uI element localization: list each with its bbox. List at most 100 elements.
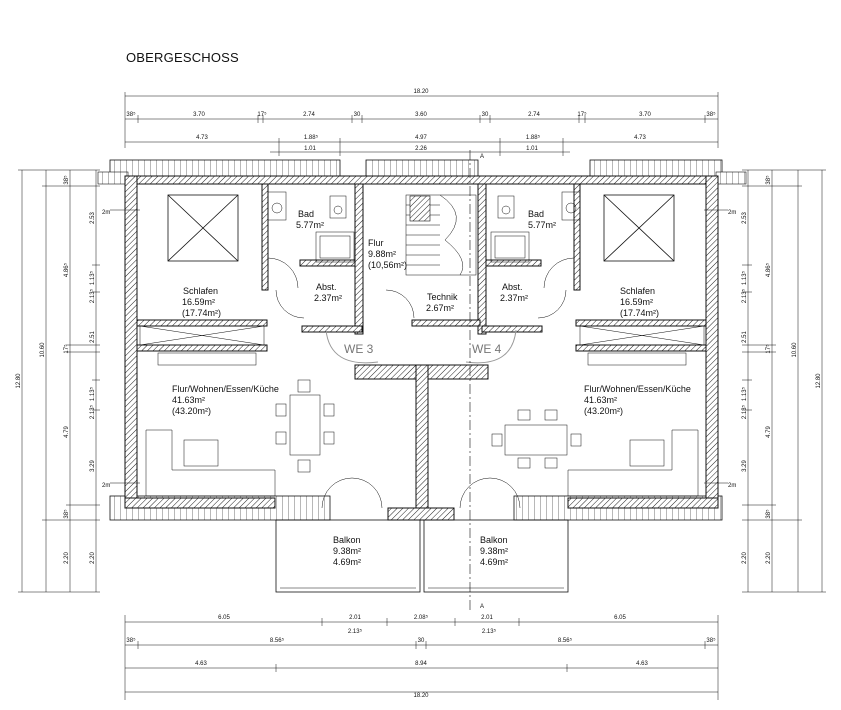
dim-bottom-r2: 8.56⁵ (558, 637, 573, 644)
dim-side-b: 1.13⁵ (89, 386, 96, 401)
dim-bottom-r1: 6.05 (614, 615, 626, 621)
room-area: 41.63m² (172, 395, 205, 405)
dim-side-inner-right: 10.60 (792, 342, 798, 358)
dim-top-r2: 4.73 (634, 135, 646, 141)
dim-side-b: 2.53 (90, 212, 96, 224)
bottom-dimensions: 6.05 2.01 2.08⁵ 2.01 6.05 2.13⁵ 2.13⁵ 38… (124, 614, 719, 700)
dim-side-a: 2.20 (64, 552, 70, 564)
height-marker: 2m (728, 210, 736, 216)
room-name: Flur/Wohnen/Essen/Küche (172, 384, 279, 394)
dim-bottom-r3: 4.63 (636, 661, 648, 667)
bathroom-fixtures (267, 191, 581, 263)
room-name: Schlafen (183, 286, 218, 296)
room-name: Abst. (316, 282, 337, 292)
dim-side-a: 4.86⁵ (63, 262, 70, 277)
dim-bottom-total: 18.20 (413, 693, 429, 699)
dim-side-b: 2.13⁵ (89, 288, 96, 303)
dim-top-r1: 38⁵ (126, 111, 136, 118)
dim-side-b-right: 1.13⁵ (741, 386, 748, 401)
dim-bottom-r1b: 2.13⁵ (348, 628, 363, 635)
room-name: Technik (427, 292, 458, 302)
room-area-2: (43.20m²) (172, 406, 211, 416)
room-name: Bad (528, 209, 544, 219)
dim-bottom-r3: 8.94 (415, 661, 427, 667)
dim-side-b-right: 3.29 (742, 460, 748, 472)
dim-top-r1: 17⁵ (577, 111, 587, 118)
room-area: 41.63m² (584, 395, 617, 405)
dim-side-b-right: 2.13⁵ (741, 288, 748, 303)
dim-top-r2: 1.88⁵ (304, 134, 319, 141)
dim-side-a: 17⁵ (63, 344, 70, 354)
dim-bottom-r1b: 2.13⁵ (482, 628, 497, 635)
room-area-2: (10,56m²) (368, 260, 407, 270)
dim-side-a-right: 17⁵ (765, 344, 772, 354)
room-area: 5.77m² (528, 220, 556, 230)
beds (167, 194, 675, 262)
dim-side-b: 2.51 (90, 331, 96, 343)
dim-bottom-r1: 2.01 (349, 615, 361, 621)
furniture (145, 379, 699, 497)
dim-top-r1: 2.74 (303, 112, 315, 118)
dim-bottom-r1: 6.05 (218, 615, 230, 621)
unit-label-left: WE 3 (344, 342, 374, 356)
dim-side-a-right: 2.20 (766, 552, 772, 564)
room-labels: Bad 5.77m² Bad 5.77m² Abst. 2.37m² Abst.… (172, 209, 691, 567)
room-name: Flur/Wohnen/Essen/Küche (584, 384, 691, 394)
balconies (275, 519, 569, 593)
dim-side-a: 38⁵ (63, 509, 70, 519)
plan-title: OBERGESCHOSS (126, 50, 239, 65)
dim-top-r1: 2.74 (528, 112, 540, 118)
dim-side-a-right: 38⁵ (765, 509, 772, 519)
dim-top-r1: 3.60 (415, 112, 427, 118)
room-area-2: (43.20m²) (584, 406, 623, 416)
dim-bottom-r2: 8.56⁵ (270, 637, 285, 644)
dim-bottom-r1: 2.08⁵ (414, 614, 429, 621)
room-area: 9.38m² (480, 546, 508, 556)
dim-top-r2: 1.88⁵ (526, 134, 541, 141)
dim-top-r2: 4.73 (196, 135, 208, 141)
height-marker: 2m (102, 210, 110, 216)
dim-bottom-r2: 38⁵ (706, 637, 716, 644)
room-area-2: (17.74m²) (182, 308, 221, 318)
dim-top-r1: 30 (482, 112, 489, 118)
dim-top-r1: 3.70 (193, 112, 205, 118)
room-name: Abst. (502, 282, 523, 292)
dim-bottom-r1: 2.01 (481, 615, 493, 621)
height-markers: 2m 2m 2m 2m (102, 209, 736, 489)
room-area: 2.37m² (500, 293, 528, 303)
dim-side-a: 38⁵ (63, 175, 70, 185)
dim-top-r1: 38⁵ (706, 111, 716, 118)
dim-top-r3: 1.01 (304, 146, 316, 152)
dim-top-r2: 4.97 (415, 135, 427, 141)
dim-side-a-right: 38⁵ (765, 175, 772, 185)
dim-side-b: 3.29 (90, 460, 96, 472)
left-dimensions: 12.80 10.60 38⁵ 4.86⁵ 17⁵ 4.79 38⁵ 2.20 … (16, 169, 100, 593)
dim-side-b-right: 2.13⁵ (741, 404, 748, 419)
section-marker-bottom: A (480, 604, 484, 610)
dim-bottom-r3: 4.63 (195, 661, 207, 667)
room-name: Balkon (480, 535, 508, 545)
unit-arcs (325, 329, 517, 364)
section-marker-top: A (480, 154, 484, 160)
height-marker: 2m (102, 483, 110, 489)
room-area: 16.59m² (620, 297, 653, 307)
dim-top-r1: 30 (354, 112, 361, 118)
dim-bottom-r2: 38⁵ (126, 637, 136, 644)
dim-top-r1: 17⁵ (257, 111, 267, 118)
dim-side-b-right: 2.53 (742, 212, 748, 224)
unit-label-right: WE 4 (472, 342, 502, 356)
wardrobes (139, 325, 705, 366)
stair (406, 194, 464, 276)
dim-side-outer-right: 12.80 (816, 373, 822, 389)
room-name: Schlafen (620, 286, 655, 296)
room-area: 16.59m² (182, 297, 215, 307)
dim-side-b: 2.13⁵ (89, 404, 96, 419)
dim-side-b-right: 2.20 (742, 552, 748, 564)
dim-side-outer: 12.80 (16, 373, 22, 389)
room-name: Flur (368, 238, 384, 248)
room-name: Balkon (333, 535, 361, 545)
top-dimensions: 18.20 38⁵ 3.70 17⁵ 2.74 30 3.60 30 2.74 … (124, 89, 719, 156)
walls (124, 175, 719, 521)
dim-side-a: 4.79 (64, 426, 70, 438)
